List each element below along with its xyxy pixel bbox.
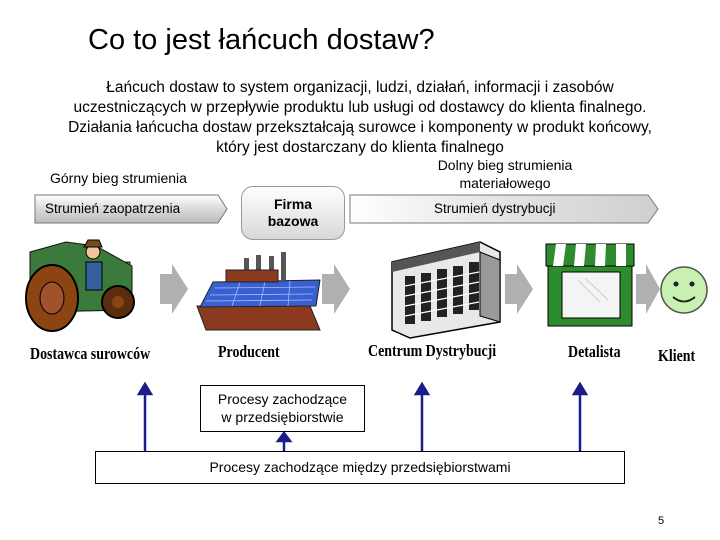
page-number: 5 bbox=[658, 515, 665, 527]
upstream-arrow-text: Strumień zaopatrzenia bbox=[45, 201, 181, 216]
flow-arrow bbox=[636, 264, 660, 314]
warehouse-icon bbox=[391, 241, 501, 339]
downstream-label-line: Dolny bieg strumienia bbox=[437, 157, 573, 173]
downstream-label-line: materiałowego bbox=[459, 175, 551, 190]
flow-arrow bbox=[505, 264, 533, 314]
page-title: Co to jest łańcuch dostaw? bbox=[88, 24, 435, 56]
stage-label-customer: Klient bbox=[658, 346, 696, 365]
focal-firm-line: Firma bbox=[273, 196, 313, 212]
upstream-arrow bbox=[34, 194, 228, 224]
internal-processes-box: Procesy zachodzące w przedsiębiorstwie bbox=[200, 385, 365, 432]
shop-icon bbox=[545, 243, 635, 327]
farmer-tractor-icon bbox=[25, 239, 135, 332]
upstream-label: Górny bieg strumienia bbox=[50, 170, 187, 186]
intro-line: Łańcuch dostaw to system organizacji, lu… bbox=[106, 79, 614, 96]
intro-line: Działania łańcucha dostaw przekształcają… bbox=[68, 119, 652, 136]
internal-processes-line: w przedsiębiorstwie bbox=[221, 409, 344, 425]
focal-firm-line: bazowa bbox=[267, 213, 319, 229]
stage-label-producer: Producent bbox=[218, 342, 280, 361]
stage-label-distribution-center: Centrum Dystrybucji bbox=[368, 341, 497, 360]
intro-line: uczestniczących w przepływie produktu lu… bbox=[73, 99, 647, 116]
downstream-arrow bbox=[349, 194, 659, 224]
internal-processes-line: Procesy zachodzące bbox=[217, 391, 348, 407]
flow-arrow bbox=[160, 264, 188, 314]
factory-icon bbox=[196, 252, 321, 331]
inter-company-processes-box: Procesy zachodzące między przedsiębiorst… bbox=[95, 451, 625, 484]
downstream-arrow-text: Strumień dystrybucji bbox=[434, 201, 556, 216]
intro-line: który jest dostarczany do klienta finaln… bbox=[216, 139, 504, 156]
stage-label-retailer: Detalista bbox=[568, 342, 621, 361]
stage-label-supplier: Dostawca surowców bbox=[30, 344, 151, 363]
downstream-label: Dolny bieg strumienia materiałowego bbox=[400, 156, 610, 190]
smiley-face-icon bbox=[660, 266, 708, 314]
intro-paragraph: Łańcuch dostaw to system organizacji, lu… bbox=[20, 78, 700, 158]
flow-arrow bbox=[322, 264, 350, 314]
focal-firm-box: Firma bazowa bbox=[241, 186, 345, 240]
